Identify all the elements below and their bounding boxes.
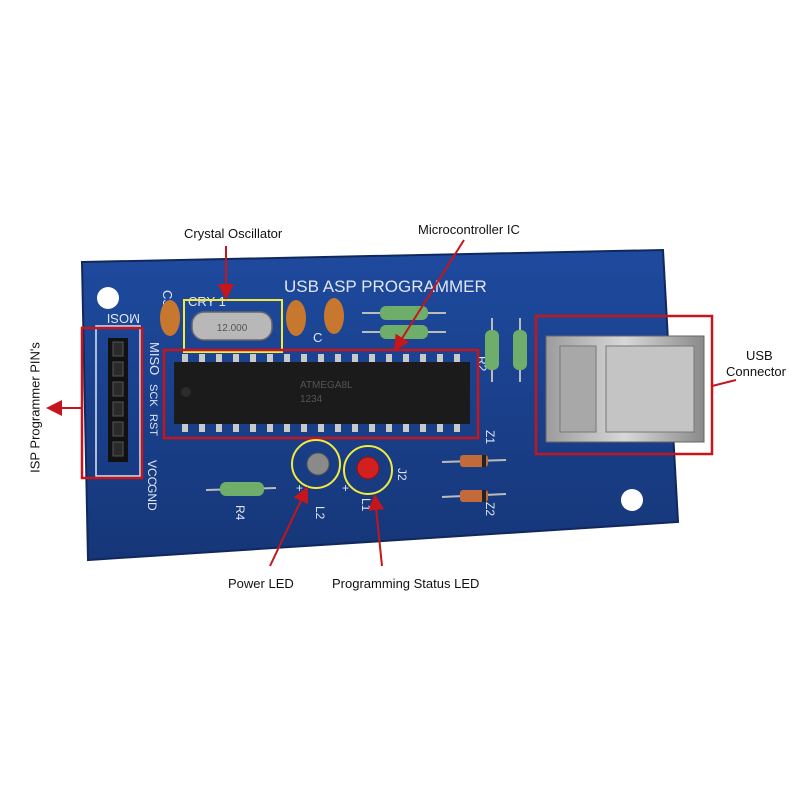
arrow-power-led: [269, 486, 309, 567]
usb-connector-body: [545, 335, 705, 443]
crystal-marking: 12.000: [217, 323, 248, 334]
silk-z1: Z1: [483, 430, 497, 444]
resistor-r4: [205, 482, 277, 496]
crystal-body: [191, 311, 273, 341]
silk-gnd: GND: [145, 484, 159, 511]
isp-highlight-box: [80, 326, 144, 480]
crystal-highlight-box: [183, 299, 283, 353]
silk-c2: C: [313, 330, 322, 345]
resistor-r3: [362, 325, 446, 339]
diode-z2: [441, 490, 507, 502]
arrow-status-led: [368, 494, 385, 567]
silk-l1: L2: [313, 506, 327, 520]
silk-vcc: VCC: [145, 460, 159, 486]
chip-pins: [182, 354, 460, 432]
silk-j2: J2: [395, 468, 409, 481]
silk-cry: CRY 1: [188, 294, 226, 309]
mounting-hole: [621, 489, 643, 511]
silk-plus-2: +: [342, 481, 349, 495]
silk-rst: RST: [147, 414, 159, 436]
isp-silk-outline: [95, 325, 141, 477]
silk-r4: R4: [233, 505, 247, 521]
silk-l2: L1: [359, 498, 373, 512]
capacitor-c1: [286, 300, 306, 336]
isp-header-pins: [108, 338, 128, 462]
mounting-hole: [97, 287, 119, 309]
label-usb-connector-line1: USB: [746, 348, 773, 363]
status-led: [356, 456, 380, 480]
silk-z2: Z2: [483, 502, 497, 516]
label-crystal-oscillator: Crystal Oscillator: [184, 226, 283, 241]
arrow-usb: [711, 379, 737, 387]
diode-z1: [441, 455, 507, 467]
label-power-led: Power LED: [228, 576, 294, 591]
label-microcontroller-ic: Microcontroller IC: [418, 222, 520, 237]
resistor-r5: [513, 318, 527, 382]
silk-miso: MISO: [147, 342, 162, 375]
chip-notch: [181, 387, 191, 397]
status-led-highlight: [343, 445, 393, 495]
board-title: USB ASP PROGRAMMER: [284, 277, 487, 296]
label-isp-pins: ISP Programmer PIN's: [27, 342, 43, 473]
capacitor-c2: [324, 298, 344, 334]
capacitor-c3: [160, 300, 180, 336]
label-programming-status-led: Programming Status LED: [332, 576, 480, 591]
label-usb-connector-line2: Connector: [726, 364, 786, 379]
chip-marking-2: 1234: [300, 394, 323, 405]
arrow-microcontroller: [393, 239, 465, 352]
power-led-highlight: [291, 439, 341, 489]
microcontroller-chip: [174, 362, 470, 424]
resistor-r2: [485, 318, 499, 382]
silk-mosi: MOSI: [107, 311, 140, 326]
chip-marking-1: ATMEGA8L: [300, 380, 353, 391]
power-led: [306, 452, 330, 476]
microcontroller-highlight-box: [162, 348, 480, 440]
silk-sck: SCK: [147, 384, 159, 407]
